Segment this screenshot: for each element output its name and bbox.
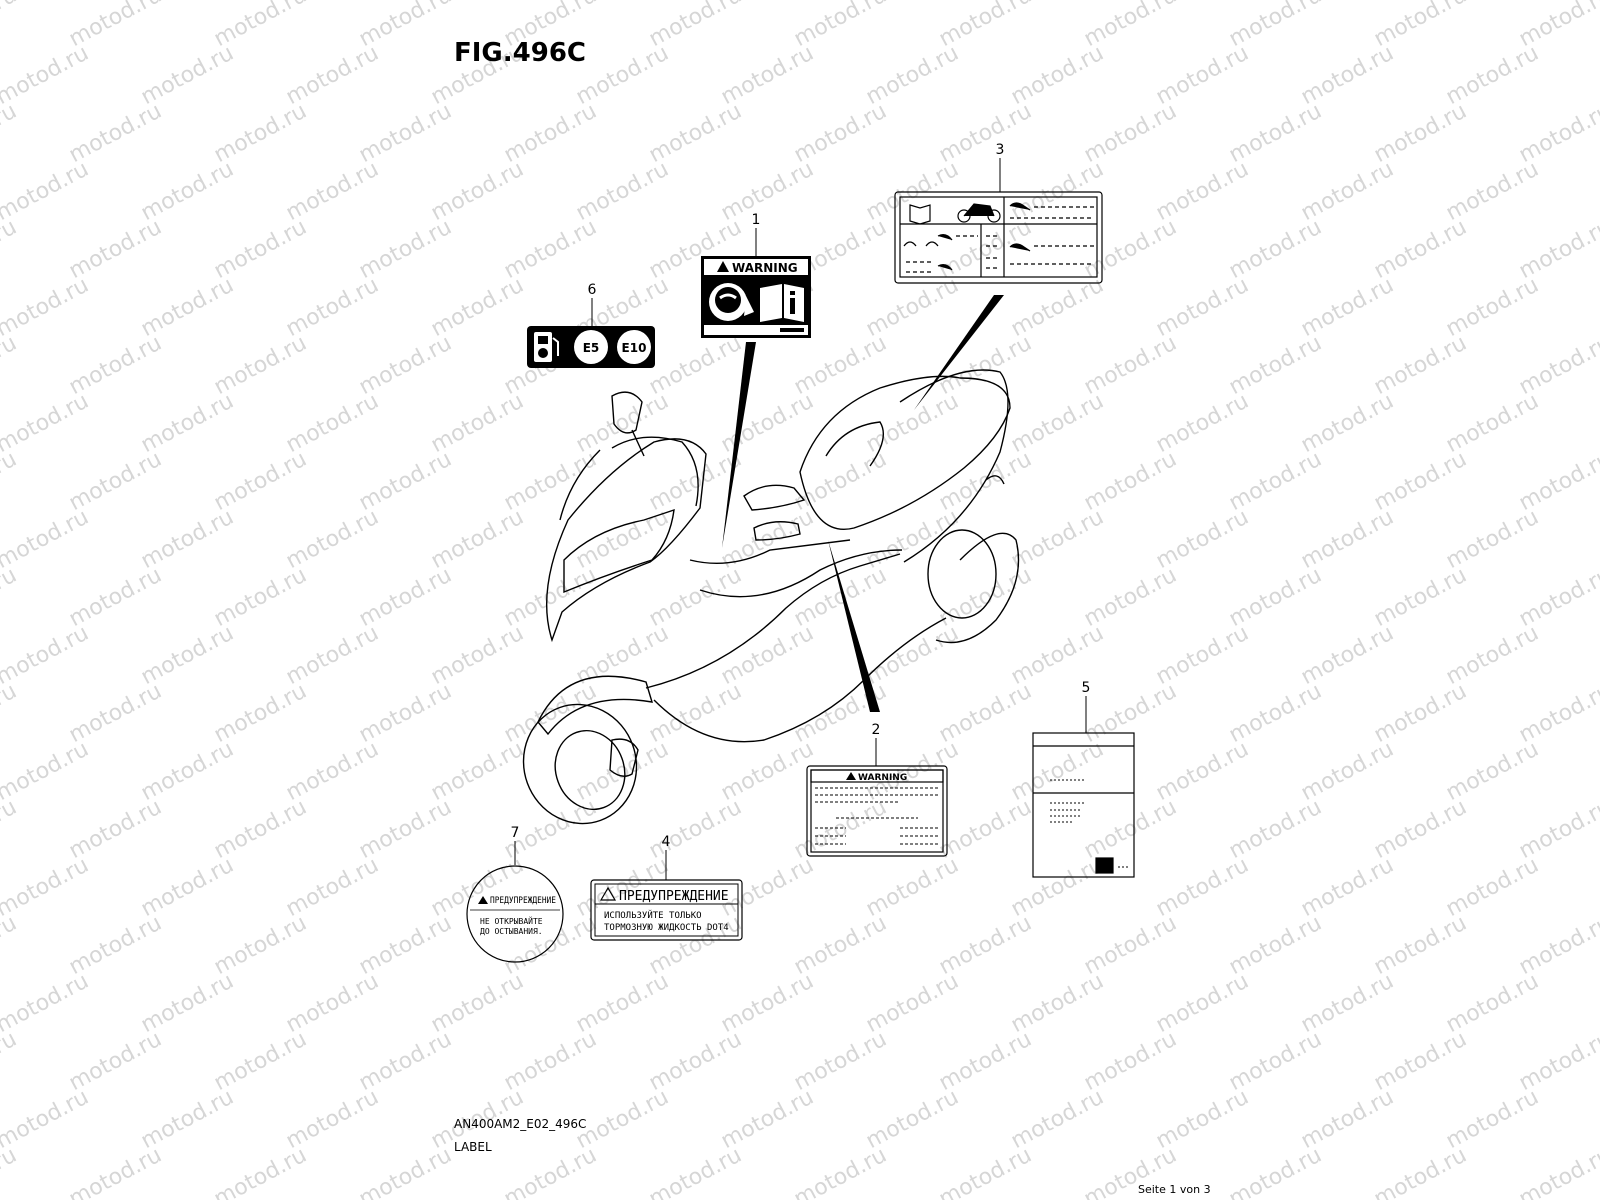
label-6-fuel: E5 E10 [527,326,655,368]
callout-ticks [514,158,1087,880]
label-7-heading: ПРЕДУПРЕЖДЕНИЕ [490,896,556,906]
callout-6: 6 [588,282,597,298]
fuel-pump-icon [534,332,559,362]
label-5-manual [1032,732,1135,878]
logo-box-icon [1095,857,1114,874]
label-4-heading: ПРЕДУПРЕЖДЕНИЕ [619,889,729,904]
motorcycle-icon [957,203,1001,223]
manual-icon [909,204,931,225]
label-7-cap: ПРЕДУПРЕЖДЕНИЕ НЕ ОТКРЫВАЙТЕ ДО ОСТЫВАНИ… [466,865,564,963]
callout-7: 7 [511,825,520,841]
label-3-pictogram [894,191,1103,284]
rider-passenger-icon [937,234,953,241]
tire-pressure-icon [903,241,939,247]
warning-triangle-icon [717,261,729,272]
figure-caption: LABEL [454,1140,492,1154]
glove-icon [744,296,754,316]
rider-icon-top [1009,202,1031,211]
leader-lines [722,295,1004,712]
helmet-icon [709,283,747,321]
label-1-heading: WARNING [732,261,798,275]
label-2-heading: WARNING [858,773,907,783]
warning-triangle-icon [478,896,488,904]
fuel-badge-e10: E10 [622,341,647,355]
label-1-warning: WARNING [701,256,811,338]
label-4-line-1: ИСПОЛЬЗУЙТЕ ТОЛЬКО [604,909,702,921]
callout-2: 2 [872,722,881,738]
label-4-line-2: ТОРМОЗНУЮ ЖИДКОСТЬ DOT4 [604,923,729,933]
callout-numbers: 1 2 3 4 5 6 7 [511,142,1091,850]
label-4-brake-fluid: ПРЕДУПРЕЖДЕНИЕ ИСПОЛЬЗУЙТЕ ТОЛЬКО ТОРМОЗ… [590,879,743,941]
label-7-line-1: НЕ ОТКРЫВАЙТЕ [480,915,543,926]
rider-icon-bottom [1009,243,1031,252]
warning-triangle-icon [846,772,856,780]
warning-triangle-icon [599,886,617,901]
callout-5: 5 [1082,680,1091,696]
callout-4: 4 [662,834,671,850]
callout-1: 1 [752,212,761,228]
manual-info-icon [760,284,804,322]
callout-3: 3 [996,142,1005,158]
label-2-warning: WARNING [806,765,948,857]
fuel-badge-e5: E5 [583,341,600,355]
scooter-outline [522,369,1020,825]
label-7-line-2: ДО ОСТЫВАНИЯ. [480,927,543,936]
figure-title: FIG.496C [454,38,587,68]
model-code: AN400AM2_E02_496C [454,1117,587,1131]
loaded-rider-icon [937,264,953,271]
page-indicator: Seite 1 von 3 [1138,1183,1211,1196]
